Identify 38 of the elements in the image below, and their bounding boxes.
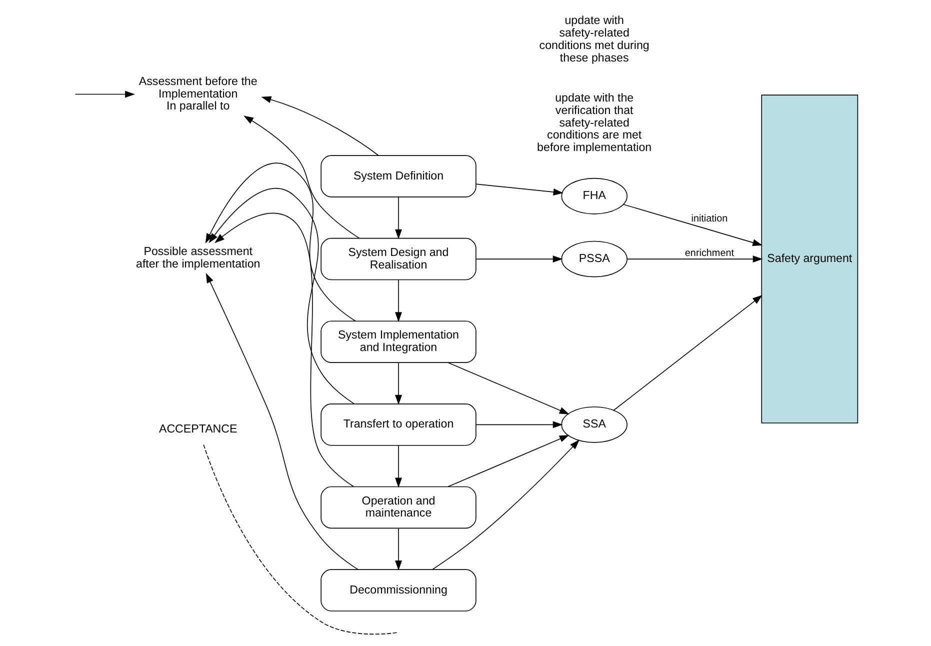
- edge-label: enrichment: [684, 248, 734, 260]
- label: update with safety-related conditions met during these phases: [538, 15, 649, 64]
- arrow: [208, 188, 354, 404]
- node-box: Decommissionning: [320, 569, 476, 612]
- node-box: System Implementation and Integration: [320, 320, 476, 363]
- arrow: [475, 421, 562, 428]
- node-box: System Definition: [320, 155, 476, 198]
- node-text: Possible assessment after the implementation: [136, 246, 260, 270]
- arrow: [432, 440, 580, 570]
- arrow: [260, 96, 378, 156]
- node-ellipse: PSSA: [560, 240, 627, 278]
- arrow: [243, 116, 360, 239]
- arrow: [622, 204, 762, 246]
- node-ellipse: FHA: [560, 178, 627, 214]
- label: update with the verification that safety-related conditions are met before implementation: [536, 92, 652, 154]
- node-box: Operation and maintenance: [320, 486, 476, 529]
- arrow: [612, 294, 762, 411]
- node-text: Assessment before the Implementation In parallel to: [138, 76, 257, 113]
- node-text: ACCEPTANCE: [158, 424, 237, 436]
- node-box: Safety argument: [760, 94, 858, 424]
- arrow: [394, 196, 402, 240]
- arrow: [626, 256, 762, 263]
- arrow: [447, 434, 569, 488]
- arrow: [74, 90, 135, 98]
- arrow: [394, 279, 402, 322]
- arrow: [475, 256, 562, 263]
- node-ellipse: SSA: [560, 406, 627, 443]
- arrow: [394, 445, 402, 488]
- arrow: [205, 272, 358, 570]
- arrow: [447, 362, 569, 414]
- arrow: [394, 528, 402, 570]
- node-box: System Design and Realisation: [320, 238, 476, 280]
- connector: [202, 444, 398, 635]
- arrow: [394, 362, 402, 405]
- node-box: Transfert to operation: [320, 404, 476, 446]
- edge-label: initiation: [690, 213, 728, 224]
- arrow: [214, 212, 354, 487]
- arrow: [475, 184, 563, 196]
